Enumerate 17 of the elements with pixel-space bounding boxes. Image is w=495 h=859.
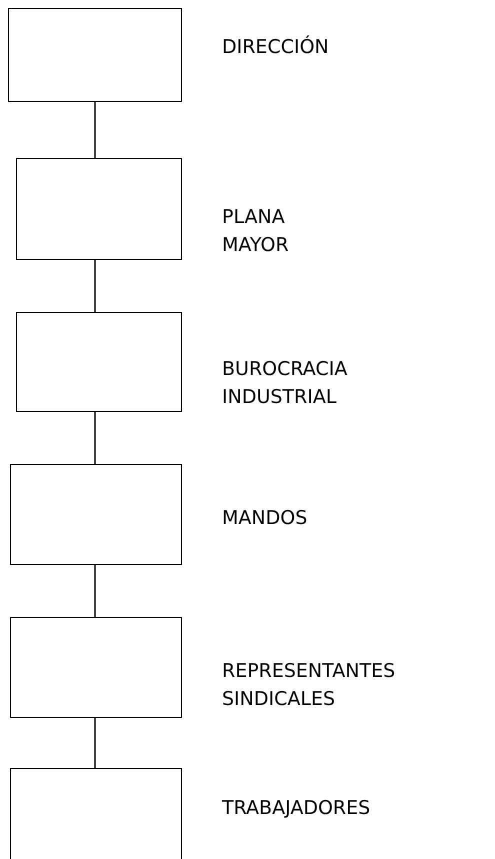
org-box <box>10 464 182 565</box>
connector-line <box>94 102 96 158</box>
connector-line <box>94 565 96 617</box>
connector-line <box>94 718 96 768</box>
org-box <box>16 312 182 412</box>
level-label: MANDOS <box>222 506 308 531</box>
level-label: BUROCRACIA INDUSTRIAL <box>222 357 348 410</box>
level-label: REPRESENTANTES SINDICALES <box>222 659 396 712</box>
level-label: TRABAJADORES <box>222 796 370 821</box>
connector-line <box>94 260 96 312</box>
org-box <box>8 8 182 102</box>
level-label: PLANA MAYOR <box>222 205 289 258</box>
org-box <box>16 158 182 260</box>
level-label: DIRECCIÓN <box>222 34 329 60</box>
connector-line <box>94 412 96 464</box>
org-box <box>10 768 182 859</box>
org-box <box>10 617 182 718</box>
